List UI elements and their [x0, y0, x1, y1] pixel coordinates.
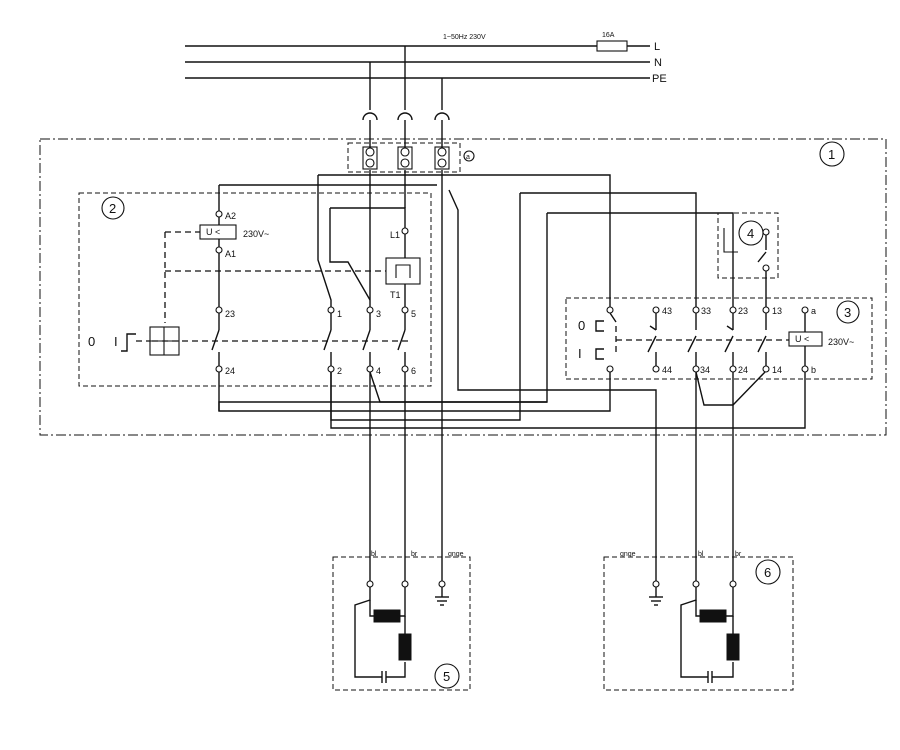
svg-text:bl: bl [371, 551, 377, 558]
winding-main-6 [699, 609, 727, 623]
svg-text:A2: A2 [225, 211, 236, 221]
svg-text:0: 0 [578, 318, 585, 333]
svg-text:230V~: 230V~ [828, 337, 854, 347]
terminal-block: a [347, 142, 475, 173]
svg-text:br: br [411, 551, 418, 558]
svg-text:a: a [811, 306, 816, 316]
bus-label-pe: PE [652, 73, 667, 85]
enclosure-1 [39, 138, 887, 436]
interconnect-wiring [218, 170, 806, 581]
svg-text:I: I [114, 334, 118, 349]
undervoltage-coil-2: A2 U < 230V~ A1 23 24 [199, 185, 269, 411]
svg-text:bl: bl [698, 551, 704, 558]
thermal-overload-t1: L1 T1 [330, 207, 421, 307]
rotary-handle-3: 0 I [578, 306, 617, 373]
svg-text:b: b [811, 365, 816, 375]
winding-aux-5 [398, 633, 412, 661]
svg-text:4: 4 [747, 226, 754, 241]
main-contacts-2: 1 3 5 2 4 6 [323, 306, 416, 376]
svg-text:34: 34 [700, 365, 710, 375]
svg-text:43: 43 [662, 306, 672, 316]
svg-text:1: 1 [828, 147, 835, 162]
callout-5: 5 [434, 663, 460, 689]
svg-text:23: 23 [225, 309, 235, 319]
callout-1: 1 [819, 141, 845, 167]
svg-text:2: 2 [109, 201, 116, 216]
svg-text:0: 0 [88, 334, 95, 349]
svg-text:5: 5 [443, 669, 450, 684]
bus-label-l: L [654, 41, 660, 53]
svg-text:24: 24 [738, 365, 748, 375]
svg-text:br: br [735, 551, 742, 558]
svg-text:U <: U < [795, 334, 809, 344]
svg-text:4: 4 [376, 366, 381, 376]
supply-bus: 1~50Hz 230V 16A L N PE [185, 32, 667, 148]
callout-6: 6 [755, 559, 781, 585]
motor-box-5 [332, 556, 471, 691]
relay-box-3 [565, 297, 873, 380]
fuse-symbol [596, 40, 628, 52]
svg-text:44: 44 [662, 365, 672, 375]
fuse-label: 16A [602, 32, 615, 39]
terminal-tag-label: a [466, 154, 470, 161]
rotary-handle-2: 0 I [88, 326, 180, 356]
svg-text:14: 14 [772, 365, 782, 375]
motor-5: bl br gnge [354, 551, 464, 683]
svg-text:13: 13 [772, 306, 782, 316]
svg-text:U <: U < [206, 227, 220, 237]
ground-icon [435, 596, 449, 606]
relay-box-2 [78, 192, 432, 387]
svg-text:5: 5 [411, 309, 416, 319]
bus-label-n: N [654, 57, 662, 69]
svg-text:6: 6 [764, 565, 771, 580]
svg-text:3: 3 [376, 309, 381, 319]
svg-text:33: 33 [701, 306, 711, 316]
svg-text:3: 3 [844, 305, 851, 320]
winding-aux-6 [726, 633, 740, 661]
callout-2: 2 [101, 196, 125, 220]
callout-4: 4 [738, 220, 764, 246]
svg-text:1: 1 [337, 309, 342, 319]
svg-text:6: 6 [411, 366, 416, 376]
svg-text:gnge: gnge [448, 551, 464, 558]
callout-3: 3 [836, 300, 860, 324]
motor-box-6 [603, 556, 794, 691]
svg-text:T1: T1 [390, 290, 401, 300]
svg-text:L1: L1 [390, 230, 400, 240]
winding-main-5 [373, 609, 401, 623]
svg-text:gnge: gnge [620, 551, 636, 558]
svg-text:230V~: 230V~ [243, 229, 269, 239]
sensor-box-4 [717, 212, 779, 279]
thermostat-contact-4 [723, 228, 770, 307]
supply-spec-label: 1~50Hz 230V [443, 34, 486, 41]
aux-contacts-3: 43 33 23 13 a U < 230V~ 44 34 24 14 b [616, 306, 854, 375]
svg-text:A1: A1 [225, 249, 236, 259]
ground-icon [649, 596, 663, 606]
svg-text:23: 23 [738, 306, 748, 316]
svg-text:2: 2 [337, 366, 342, 376]
svg-text:I: I [578, 346, 582, 361]
svg-text:24: 24 [225, 366, 235, 376]
motor-6: gnge bl br [620, 551, 742, 683]
